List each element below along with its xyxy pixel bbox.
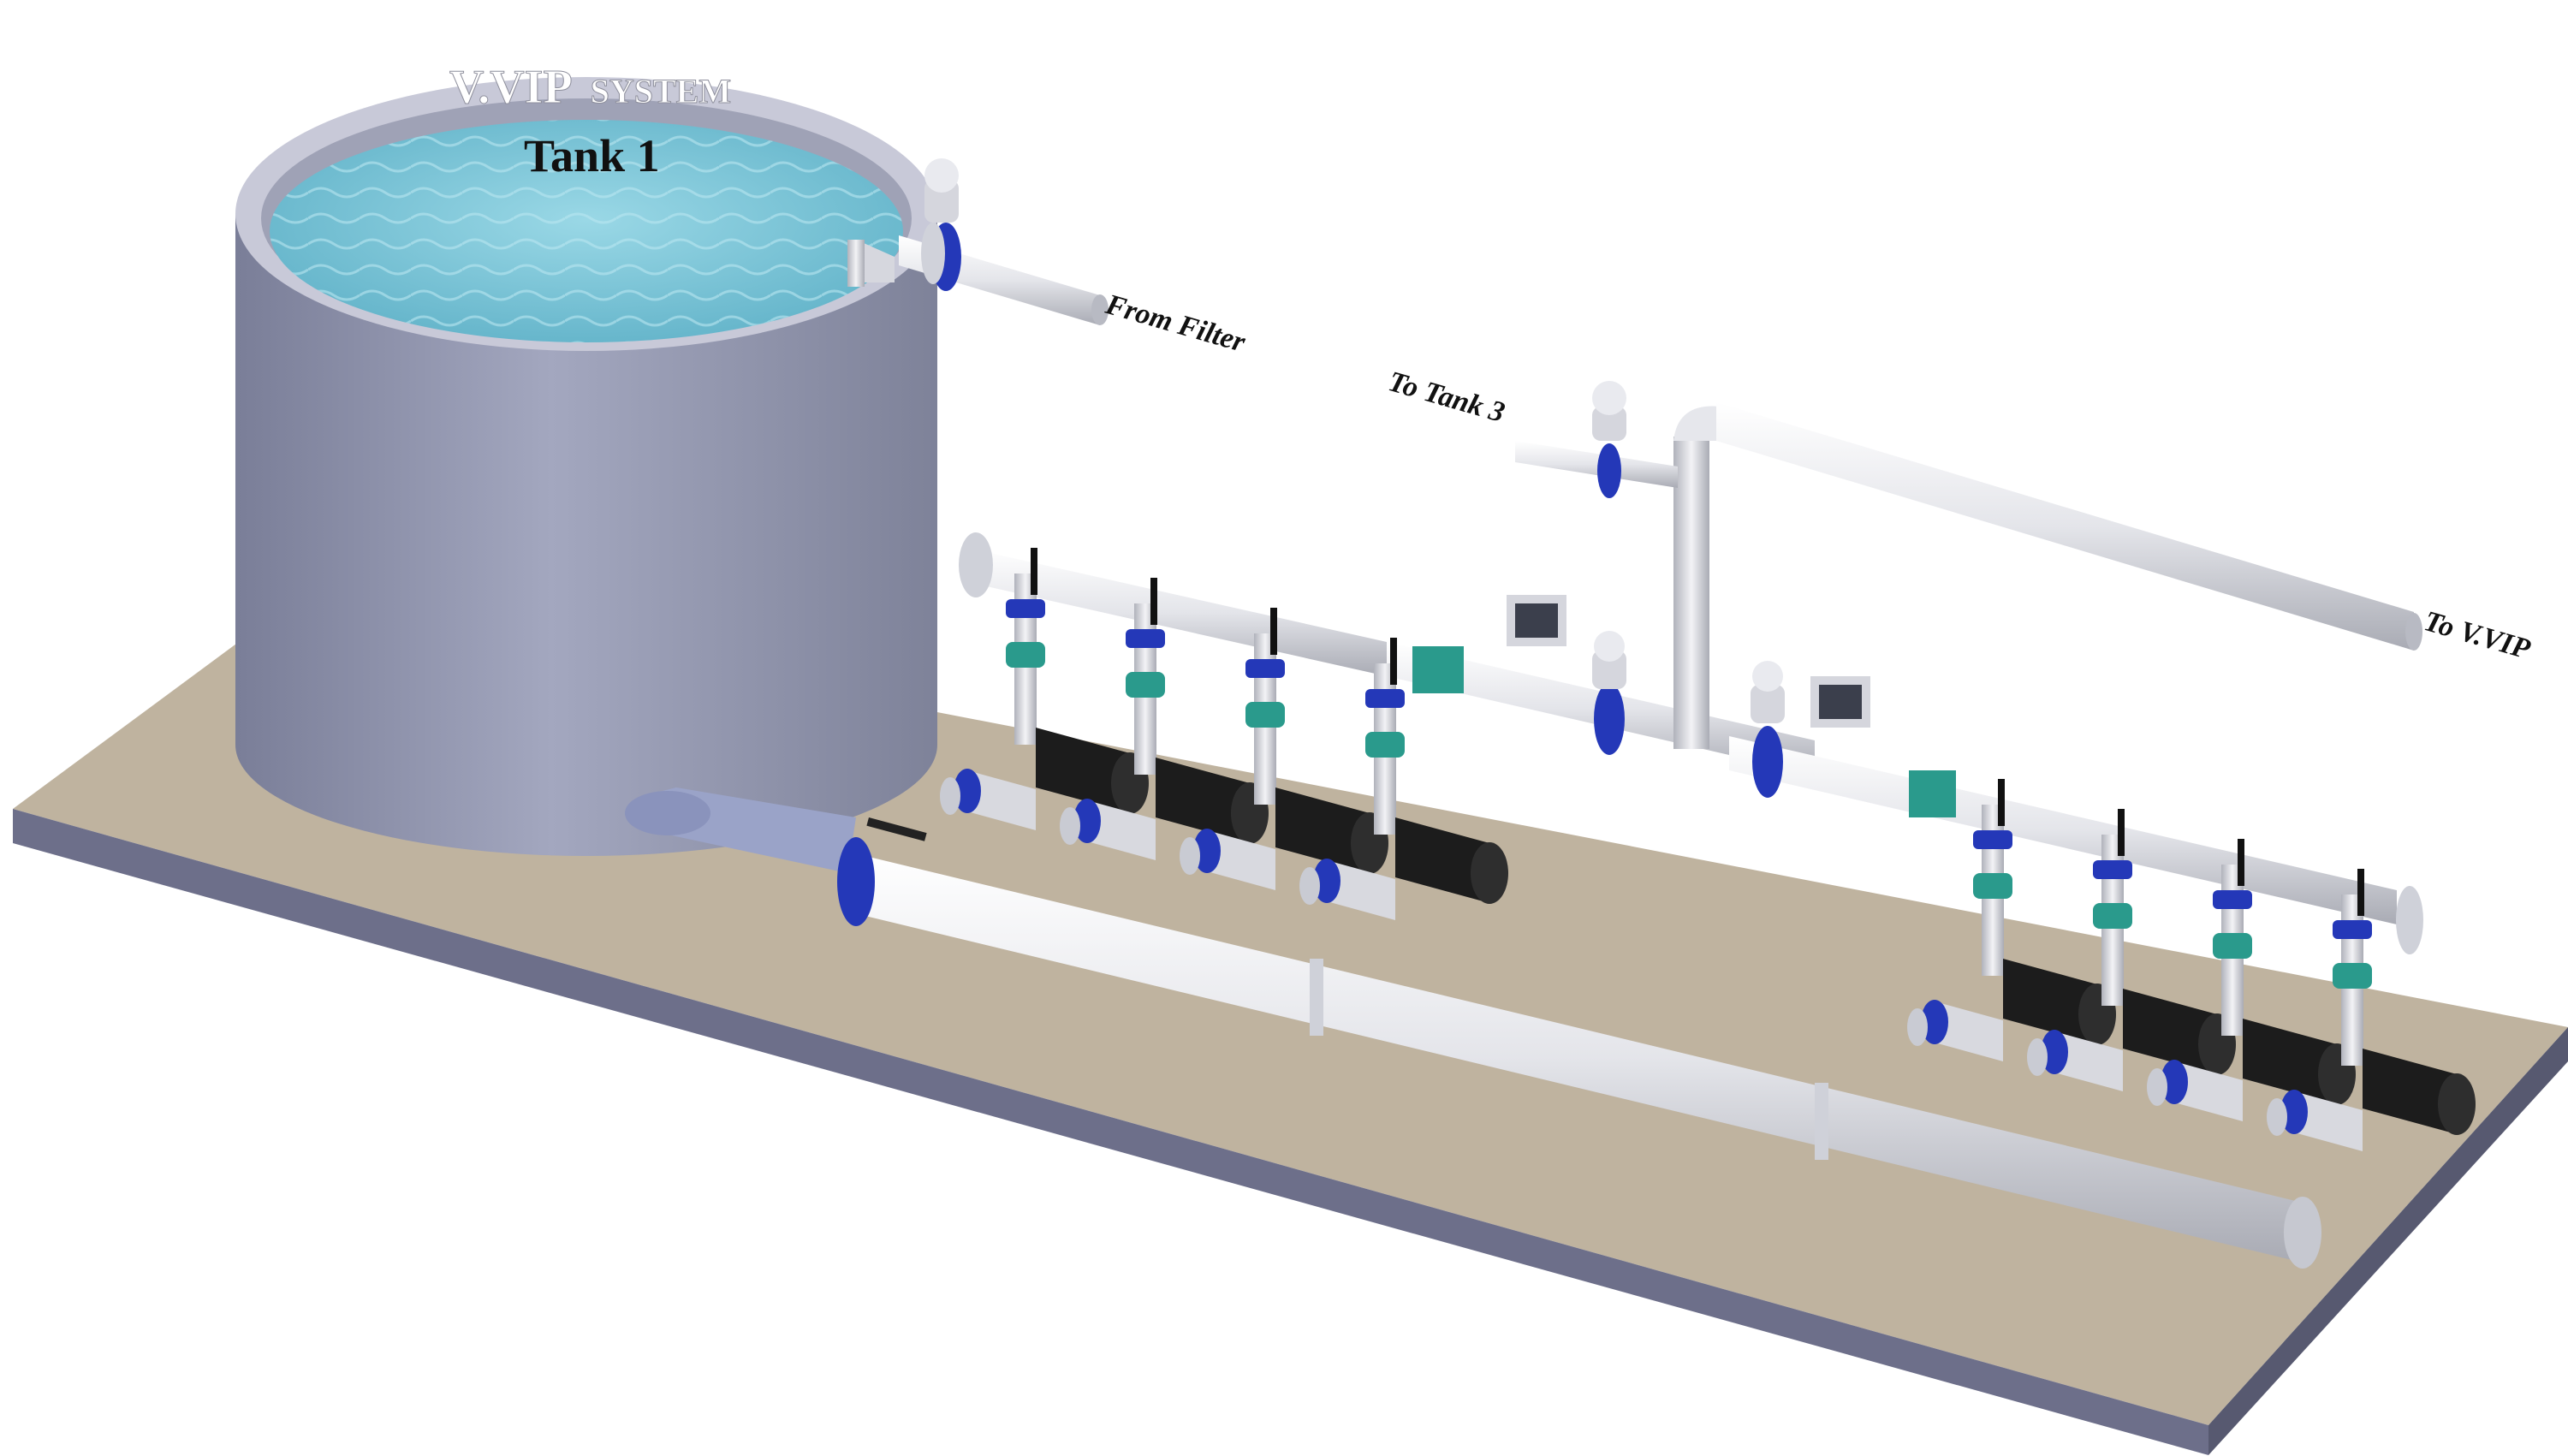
pump-motor: [1275, 787, 1370, 873]
pump-valve-handle: [1270, 608, 1277, 655]
pump-suction-flange: [1921, 1000, 1948, 1044]
pump-suction-connection: [2027, 1038, 2048, 1076]
tank3-branch: [1515, 381, 1678, 498]
pump-isolation-valve: [2093, 860, 2132, 879]
pump-check-valve: [1126, 672, 1165, 698]
tank-outlet-pipe: [625, 787, 856, 873]
pump-suction-connection: [1060, 807, 1080, 845]
pump-suction-connection: [2267, 1098, 2287, 1136]
pump-motor-cap: [1471, 842, 1508, 904]
pump-check-valve: [1245, 702, 1285, 728]
pump-motor: [2123, 989, 2217, 1074]
pump-casing: [967, 770, 1036, 830]
pump-group-left: [940, 548, 1508, 920]
pump-check-valve: [2333, 963, 2372, 989]
label-to-vvip: To V.VIP: [2421, 605, 2534, 666]
pump-check-valve: [1006, 642, 1045, 668]
pump-motor: [1156, 758, 1250, 843]
group-left-pump-2: [1060, 578, 1269, 860]
inlet-pipe: [847, 158, 1109, 325]
pump-check-valve: [1365, 732, 1405, 758]
pump-suction-connection: [940, 777, 960, 815]
flow-meter-1: [1412, 595, 1566, 693]
pump-suction-connection: [2147, 1068, 2167, 1106]
pump-suction-flange: [954, 769, 981, 813]
tank-1: [235, 77, 937, 856]
label-from-filter: From Filter: [1102, 288, 1250, 359]
pump-isolation-valve: [1365, 689, 1405, 708]
pump-suction-flange: [1313, 859, 1340, 903]
pump-suction-flange: [2280, 1090, 2308, 1134]
riser-pipe: [1673, 402, 2422, 749]
pump-suction-flange: [2161, 1060, 2188, 1104]
pump-isolation-valve: [2213, 890, 2252, 909]
pump-valve-handle: [1390, 638, 1397, 685]
pump-valve-handle: [1031, 548, 1037, 595]
flow-meter-2: [1810, 676, 1956, 817]
tank3-valve: [1592, 381, 1626, 498]
pump-casing: [1327, 860, 1395, 920]
pump-isolation-valve: [1973, 830, 2012, 849]
label-to-tank3: To Tank 3: [1385, 365, 1508, 429]
pump-valve-handle: [2238, 839, 2244, 886]
pump-suction-flange: [1193, 829, 1221, 873]
group-right-pump-3: [2147, 839, 2356, 1121]
pump-isolation-valve: [1126, 629, 1165, 648]
suction-main-pipe: [837, 817, 2321, 1269]
pump-valve-handle: [2357, 869, 2364, 916]
group-left-pump-1: [940, 548, 1149, 830]
system-title-main: V.VIP: [449, 61, 571, 114]
header-valve-1: [1592, 631, 1626, 755]
pump-isolation-valve: [2333, 920, 2372, 939]
pump-casing: [2294, 1091, 2363, 1151]
group-left-pump-4: [1299, 638, 1508, 920]
pump-casing: [1935, 1001, 2003, 1061]
group-right-pump-2: [2027, 809, 2236, 1091]
tank-title: Tank 1: [524, 130, 660, 181]
pump-motor: [1036, 728, 1130, 813]
pump-casing: [1087, 800, 1156, 860]
pump-group-right: [1907, 779, 2476, 1151]
pump-motor: [2363, 1049, 2457, 1134]
pump-suction-flange: [1073, 799, 1101, 843]
header-valve-2: [1751, 661, 1785, 798]
system-title: V.VIP SYSTEM: [449, 61, 731, 114]
system-title-sub: SYSTEM: [591, 72, 732, 110]
pump-motor: [1395, 817, 1489, 903]
pump-suction-connection: [1299, 867, 1320, 905]
pump-casing: [2174, 1061, 2243, 1121]
pump-suction-connection: [1907, 1008, 1928, 1046]
pump-motor: [2243, 1019, 2337, 1104]
pump-valve-handle: [1998, 779, 2005, 826]
pump-suction-connection: [1180, 837, 1200, 875]
pump-check-valve: [2213, 933, 2252, 959]
pump-casing: [1207, 830, 1275, 890]
pump-casing: [2054, 1031, 2123, 1091]
pump-isolation-valve: [1006, 599, 1045, 618]
pump-check-valve: [1973, 873, 2012, 899]
pump-suction-flange: [2041, 1030, 2068, 1074]
pump-motor-cap: [2438, 1073, 2476, 1135]
inlet-valve: [921, 158, 961, 291]
pump-isolation-valve: [1245, 659, 1285, 678]
pump-valve-handle: [2118, 809, 2125, 856]
group-right-pump-1: [1907, 779, 2116, 1061]
pump-check-valve: [2093, 903, 2132, 929]
suction-valve: [837, 817, 927, 926]
group-right-pump-4: [2267, 869, 2476, 1151]
pump-motor: [2003, 959, 2097, 1044]
pump-valve-handle: [1150, 578, 1157, 625]
